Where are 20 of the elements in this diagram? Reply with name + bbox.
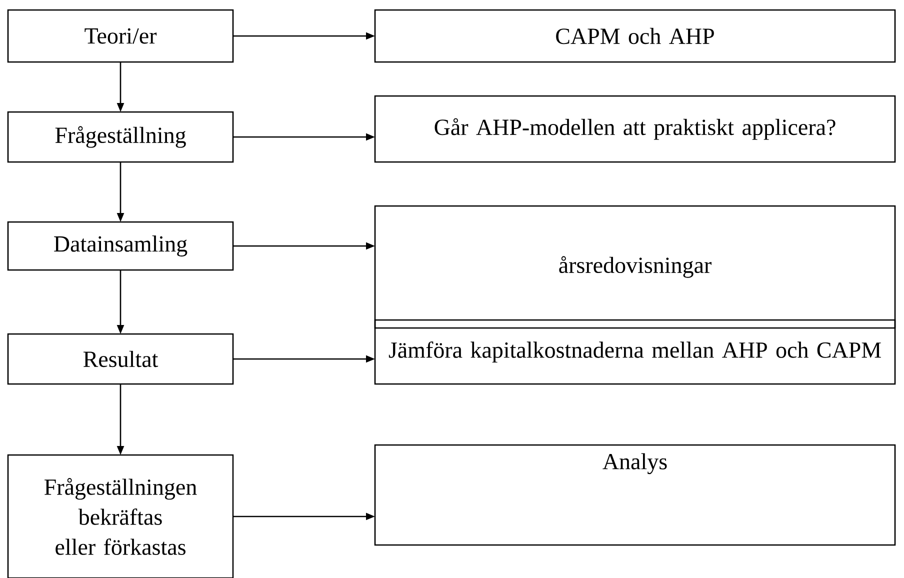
- process-box: [7, 333, 234, 385]
- process-box: [7, 221, 234, 271]
- result-box: [374, 319, 896, 385]
- result-box: [374, 444, 896, 546]
- box-text: Jämföra kapitalkostnaderna mellan AHP och CAPM: [388, 341, 881, 363]
- box-text: årsredovisningar: [559, 256, 712, 278]
- box-text: Går AHP-modellen att praktiskt applicera?: [434, 118, 836, 140]
- process-box: [7, 111, 234, 163]
- box-text: Datainsamling: [54, 236, 188, 256]
- result-box: [374, 95, 896, 163]
- box-text: Frågeställning: [55, 126, 186, 148]
- box-text: Teori/er: [84, 28, 157, 44]
- result-box: [374, 205, 896, 329]
- result-box: [374, 9, 896, 63]
- box-text: Analys: [602, 453, 667, 474]
- box-text: Frågeställningen bekräftas eller förkastas: [44, 478, 197, 555]
- process-box: [7, 9, 234, 63]
- box-text: CAPM och AHP: [556, 28, 714, 44]
- box-text: Resultat: [83, 350, 158, 368]
- process-box: [7, 454, 234, 578]
